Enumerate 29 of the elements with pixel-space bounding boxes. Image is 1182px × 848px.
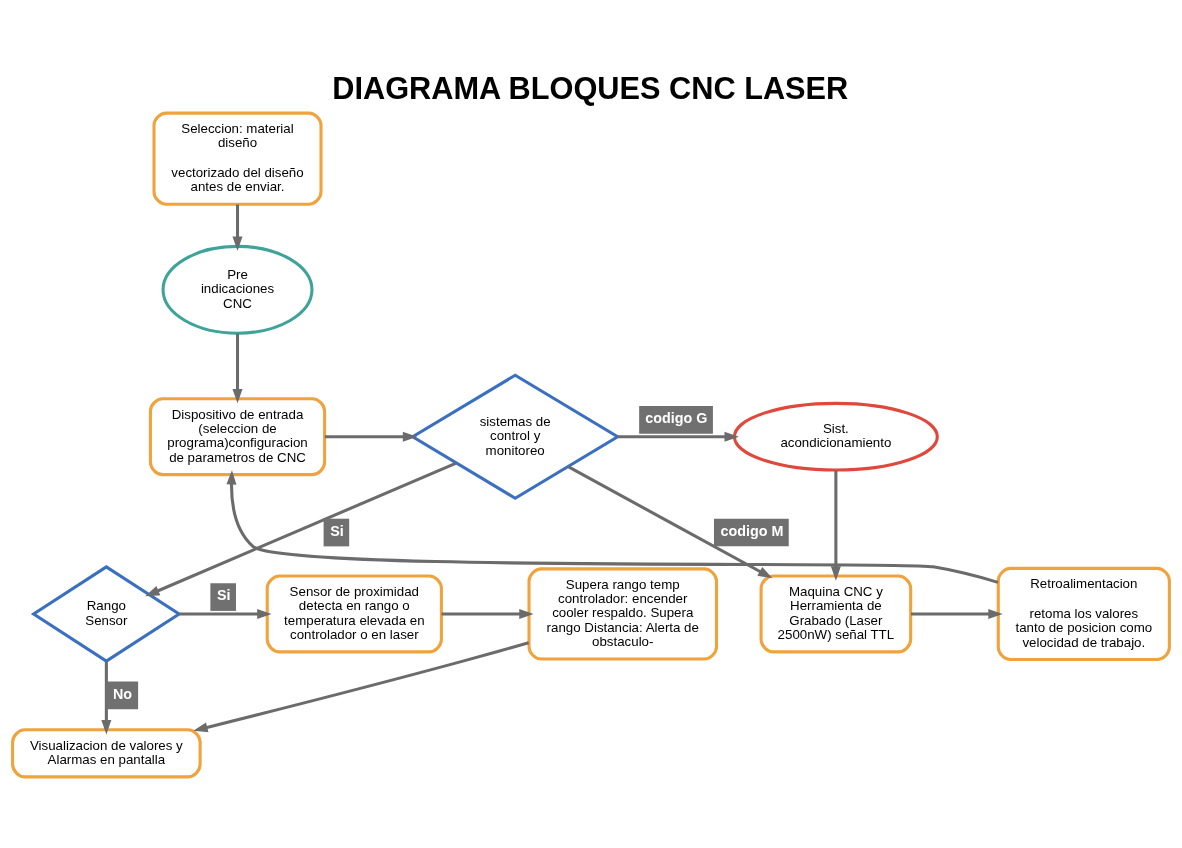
arrow [179,608,272,620]
arrow [232,333,243,404]
node-ellipse: Sist. acondicionamiento [732,401,939,472]
node-box: Maquina CNC y Herramienta de Grabado (Laser 2500nW) señal TTL [759,574,913,654]
edge-label: codigo M [720,522,784,539]
arrow [567,465,773,579]
node-box: Visualizacion de valores y Alarmas en pantalla [11,728,202,779]
node-ellipse: Pre indicaciones CNC [161,244,314,335]
node-box: Sensor de proximidad detecta en rango o temperatura elevada en controlador o en laser [265,574,443,654]
arrow [226,470,999,584]
node-diamond: Rango Sensor [30,565,182,663]
node-box: Dispositivo de entrada (seleccion de programa)configuracion de parametros de CNC [148,397,327,477]
diagram-title: DIAGRAMA BLOQUES CNC LASER [332,70,849,106]
arrow [193,641,530,733]
arrow [232,204,243,251]
arrow [441,608,534,620]
edge-label: Si [330,522,344,539]
edge-label: codigo G [645,410,708,427]
arrow [830,470,841,581]
arrow [145,461,457,597]
node-box: Retroalimentacion retoma los valores tanto de posicion como velocidad de trabajo. [996,566,1171,662]
node-box: Seleccion: material diseño vectorizado del diseño antes de enviar. [152,111,323,206]
arrow [910,608,1003,620]
arrow [101,661,112,735]
node-box: Supera rango temp controlador: encender cooler respaldo. Supera rango Distancia: Alerta de obstaculo- [527,567,719,661]
edge-label: Si [217,587,231,604]
arrow [324,431,418,442]
edge-label: No [113,685,133,702]
arrow [618,431,739,442]
